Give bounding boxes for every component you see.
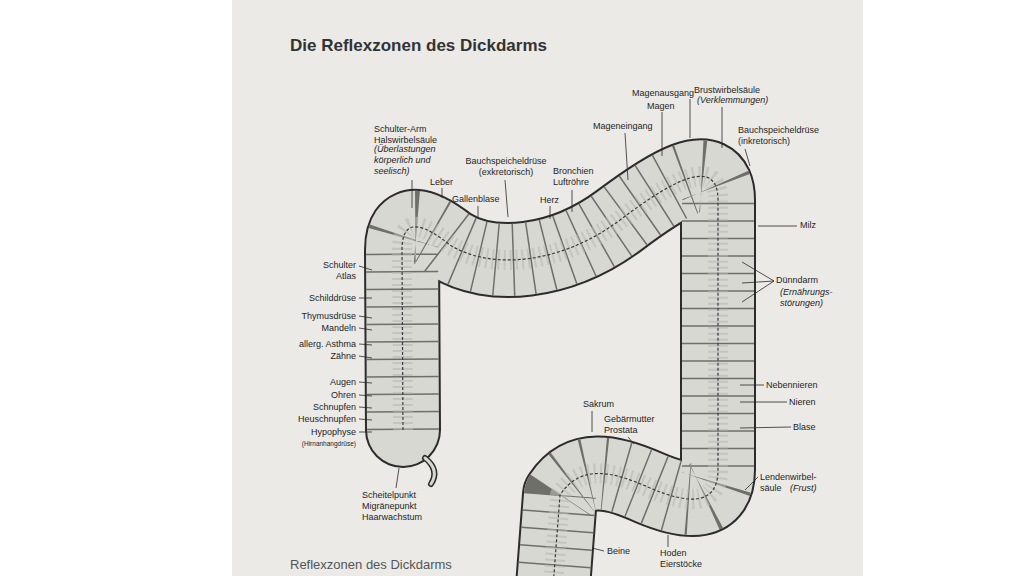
- leader-line: [592, 548, 604, 551]
- leader-line: [662, 112, 663, 156]
- zone-label: Schilddrüse: [309, 293, 356, 304]
- leader-line: [359, 316, 372, 318]
- zone-label: Schulter-Arm Halswirbelsäule: [374, 124, 452, 146]
- zone-label: Herz: [540, 195, 559, 206]
- leader-line: [740, 427, 791, 428]
- leader-line: [742, 262, 774, 281]
- colon-shading: [402, 176, 718, 576]
- leader-line: [478, 206, 479, 218]
- leader-line: [572, 190, 573, 212]
- leader-line: [359, 395, 372, 396]
- zone-label: Magen: [647, 101, 675, 112]
- zone-label: Schnupfen: [313, 402, 356, 413]
- leader-line: [625, 133, 628, 180]
- leader-line: [359, 432, 372, 433]
- zone-label: Bauchspeicheldrüse (exkretorisch): [460, 156, 552, 178]
- leader-line: [359, 419, 372, 420]
- zone-label: Milz: [800, 220, 816, 231]
- zone-label: Augen: [330, 377, 356, 388]
- zone-label: allerg. Asthma: [299, 339, 356, 350]
- zone-label: Blase: [793, 422, 816, 433]
- appendix-outline: [425, 458, 434, 484]
- zone-label: Thymusdrüse: [301, 311, 356, 322]
- zone-label: (Frust): [790, 483, 817, 494]
- zone-label: Beine: [607, 546, 630, 557]
- leader-line: [359, 266, 372, 270]
- leader-line: [359, 407, 372, 408]
- leader-line: [442, 188, 443, 198]
- leader-line: [722, 107, 723, 148]
- zone-label: (Verklemmungen): [697, 95, 768, 106]
- zone-label: Brustwirbelsäule: [694, 85, 760, 96]
- page-title: Die Reflexzonen des Dickdarms: [290, 36, 547, 56]
- colon-outline: [402, 176, 718, 576]
- leader-line: [359, 356, 372, 358]
- leader-line: [505, 180, 508, 217]
- leader-line: [740, 402, 787, 403]
- leader-line: [740, 385, 764, 386]
- colon-body: [402, 176, 718, 576]
- leader-line: [628, 437, 634, 444]
- colon-haustra: [402, 176, 718, 576]
- leader-line: [359, 382, 372, 383]
- leader-line: [668, 535, 669, 547]
- leader-line: [745, 149, 750, 166]
- leader-line: [550, 206, 551, 219]
- leader-line: [359, 344, 372, 345]
- zone-label: Scheitelpunkt Migränepunkt Haarwachstum: [362, 490, 422, 523]
- zone-label: Schulter Atlas: [316, 260, 356, 282]
- leader-line: [690, 99, 691, 138]
- leader-line: [359, 328, 372, 330]
- zone-label: Ohren: [331, 390, 356, 401]
- zone-label: Hoden Eierstöcke: [660, 548, 710, 570]
- leader-line: [758, 226, 797, 227]
- zone-label: Leber: [430, 177, 453, 188]
- zone-label: Zähne: [330, 351, 356, 362]
- zone-label: Sakrum: [583, 399, 614, 410]
- leader-line: [592, 411, 593, 432]
- leader-line: [412, 180, 413, 208]
- zone-label: Nebennieren: [766, 380, 818, 391]
- appendix-body: [425, 458, 434, 484]
- zone-label: Magenausgang: [632, 88, 694, 99]
- leader-line: [742, 281, 774, 283]
- zone-label: Bronchien Luftröhre: [553, 166, 605, 188]
- figure-caption: Reflexzonen des Dickdarms: [290, 557, 452, 572]
- zone-line: [402, 176, 718, 576]
- zone-label: Gebärmutter Prostata: [604, 414, 660, 436]
- zone-label: Mandeln: [321, 323, 356, 334]
- zone-label: Heuschnupfen: [298, 414, 356, 425]
- zone-label: Dünndarm: [776, 275, 818, 286]
- zone-label: (Ernährungs- störungen): [780, 287, 842, 309]
- leader-line: [396, 468, 399, 488]
- zone-label: Hypophyse: [311, 427, 356, 438]
- leader-line: [742, 281, 774, 302]
- zone-label: (Hirnanhangdrüse): [302, 440, 356, 448]
- zone-label: (Überlastungen körperlich und seelisch): [374, 144, 446, 177]
- leader-line: [745, 477, 758, 490]
- zone-label: Bauchspeicheldrüse (inkretorisch): [738, 125, 826, 147]
- zone-label: Gallenblase: [452, 194, 500, 205]
- zone-label: Mageneingang: [593, 121, 653, 132]
- zone-label: Nieren: [789, 397, 816, 408]
- leader-line: [359, 298, 372, 299]
